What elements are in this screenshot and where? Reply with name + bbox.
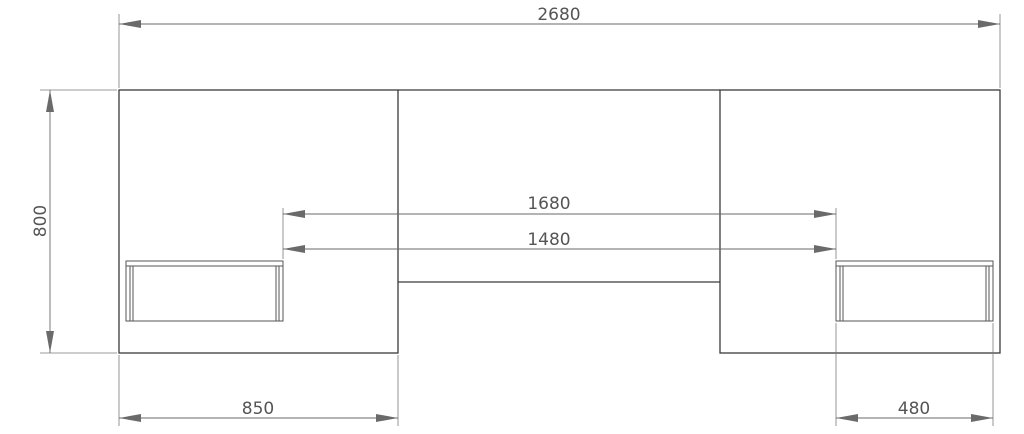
right-drawer-width-label: 480 [898, 399, 930, 419]
arrow-up [46, 90, 54, 112]
arrow-left [836, 414, 858, 422]
arrow-right [814, 210, 836, 218]
arrow-right [978, 20, 1000, 28]
arrow-right [971, 414, 993, 422]
arrow-right [376, 414, 398, 422]
dimension-inner-span-inner: 1480 [283, 230, 836, 253]
desk-outline [118, 89, 1001, 354]
arrow-left [283, 210, 305, 218]
inner-span-inner-label: 1480 [527, 230, 570, 250]
overall-width-label: 2680 [537, 5, 580, 25]
arrow-left [283, 245, 305, 253]
height-label: 800 [31, 205, 51, 237]
left-unit-width-label: 850 [242, 399, 274, 419]
dimension-height: 800 [31, 89, 117, 354]
inner-span-outer-label: 1680 [527, 194, 570, 214]
dimension-inner-span-outer: 1680 [282, 194, 837, 259]
dimension-overall-width: 2680 [118, 5, 1001, 88]
center-top-panel [398, 89, 720, 283]
dimension-left-unit-width: 850 [118, 355, 399, 426]
arrow-left [119, 20, 141, 28]
left-pedestal [118, 89, 399, 354]
arrow-right [814, 245, 836, 253]
arrow-left [119, 414, 141, 422]
dimension-right-drawer-width: 480 [835, 323, 994, 426]
left-drawer [125, 260, 284, 322]
right-pedestal [719, 89, 1001, 354]
arrow-down [46, 331, 54, 353]
right-drawer [835, 260, 994, 322]
